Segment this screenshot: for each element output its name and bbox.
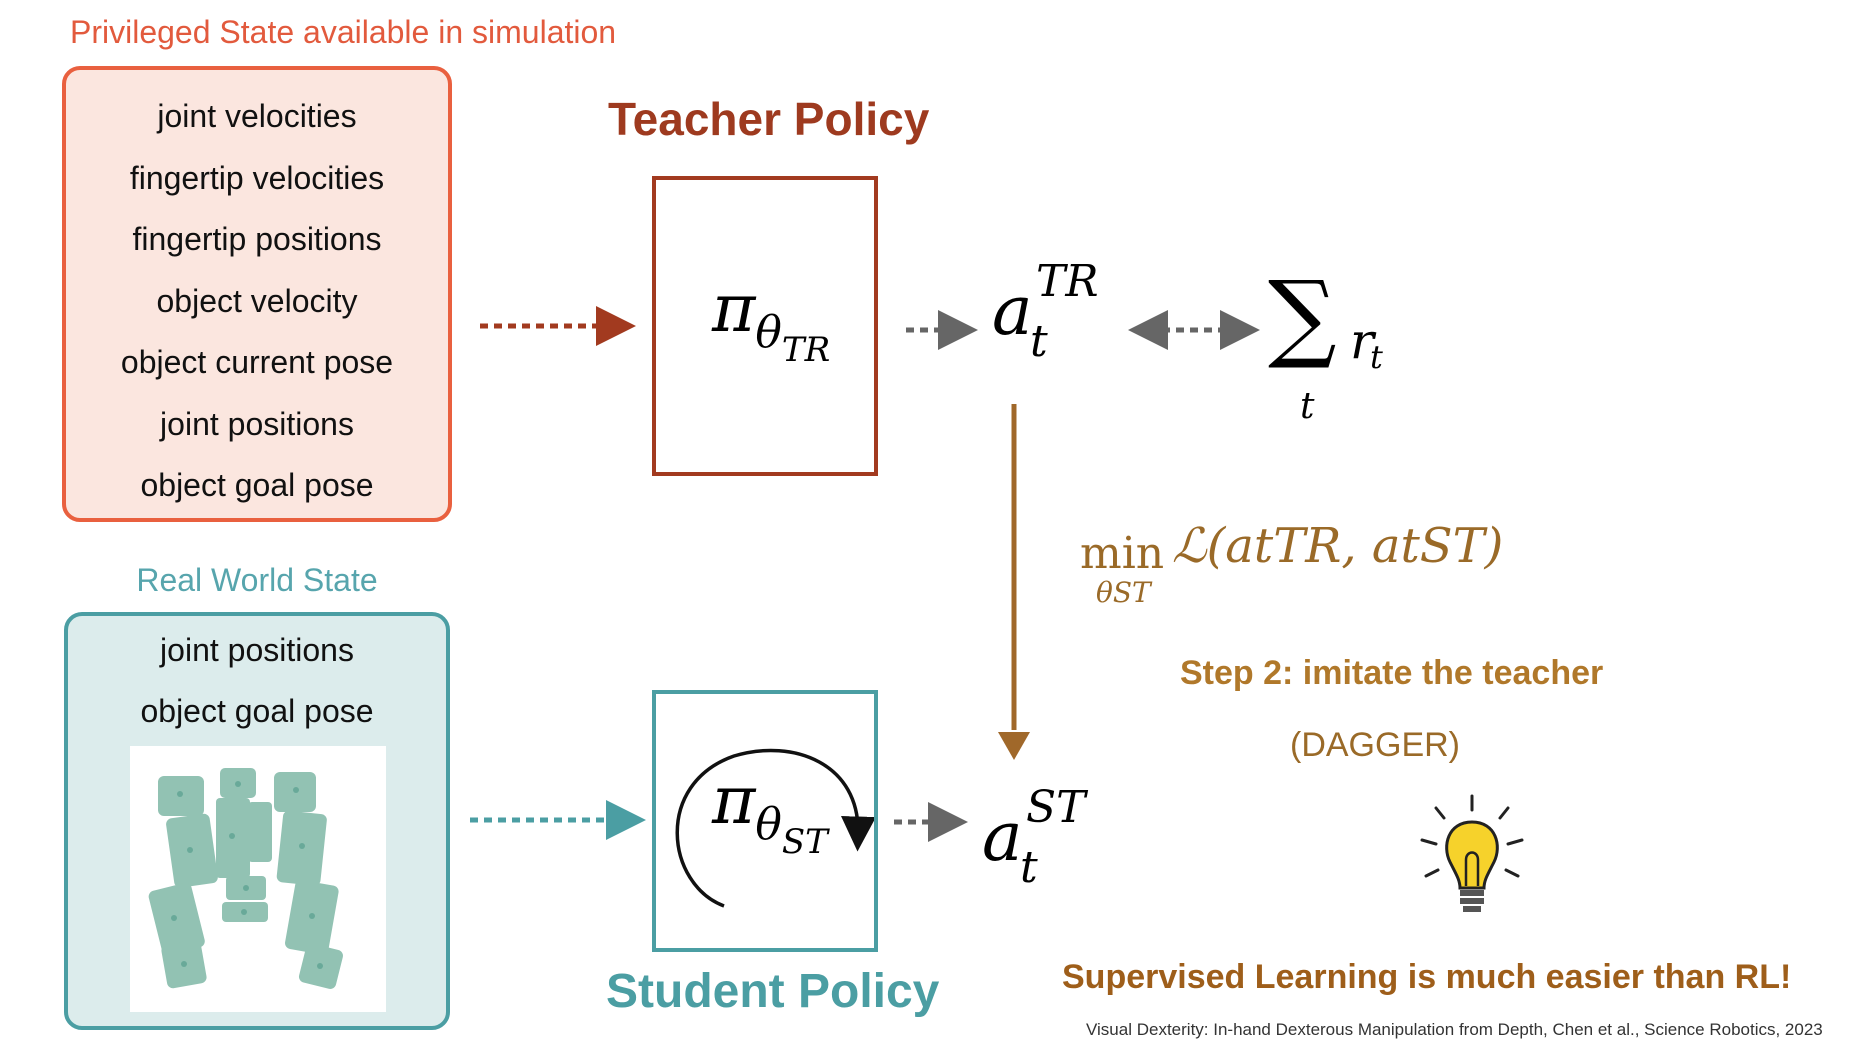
real-world-item: object goal pose: [140, 693, 374, 729]
privileged-state-list: joint velocities fingertip velocities fi…: [66, 92, 448, 523]
privileged-item: object velocity: [156, 282, 358, 319]
real-world-item: joint positions: [160, 632, 354, 668]
method-label: (DAGGER): [1290, 726, 1460, 764]
privileged-item: joint velocities: [157, 98, 357, 134]
reward-sum-symbol: ∑: [1268, 260, 1337, 372]
step-label: Step 2: imitate the teacher: [1180, 654, 1604, 692]
real-world-state-title: Real World State: [136, 562, 378, 598]
citation-text: Visual Dexterity: In-hand Dexterous Mani…: [1086, 1020, 1823, 1039]
student-action: a ST t: [982, 782, 1086, 893]
real-world-state-list: joint positions object goal pose: [68, 626, 446, 748]
privileged-item: joint positions: [160, 405, 354, 442]
reward-sum-index: t: [1300, 386, 1315, 427]
loss-expression: min θST ℒ(atTR, atST): [1080, 518, 1504, 609]
lightbulb-icon: [1420, 794, 1524, 912]
teacher-policy-title: Teacher Policy: [608, 93, 930, 145]
point-cloud-image: [130, 746, 386, 1012]
teacher-action: a TR t: [992, 256, 1099, 367]
takeaway-text: Supervised Learning is much easier than …: [1062, 958, 1792, 996]
privileged-item: object goal pose: [140, 467, 374, 503]
real-world-state-box: joint positions object goal pose: [64, 612, 450, 1030]
student-policy-box: πθST: [652, 690, 878, 952]
reward-term-sub: t: [1370, 338, 1383, 376]
privileged-item: fingertip velocities: [129, 159, 385, 196]
student-policy-title: Student Policy: [606, 965, 940, 1018]
update-loop-arrow-icon: [675, 748, 874, 908]
reward-term: r: [1350, 312, 1374, 370]
privileged-state-title: Privileged State available in simulation: [70, 14, 617, 50]
teacher-policy-symbol: πθTR: [712, 270, 831, 370]
privileged-item: object current pose: [120, 344, 394, 380]
student-policy-symbol: πθST: [712, 762, 828, 862]
privileged-state-box: joint velocities fingertip velocities fi…: [62, 66, 452, 522]
teacher-policy-box: πθTR: [652, 176, 878, 476]
teacher-to-student-arrowhead: [998, 732, 1030, 760]
privileged-item: fingertip positions: [132, 221, 382, 257]
point-cloud-graphic: [148, 768, 343, 989]
